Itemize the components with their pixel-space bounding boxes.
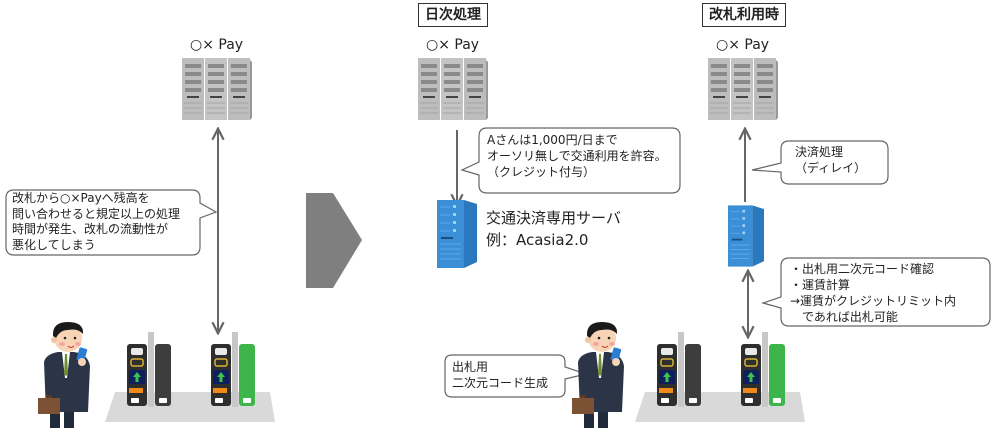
ticket-gates-icon: [634, 332, 806, 423]
bubble-line: ・出札用二次元コード確認: [790, 262, 935, 276]
transit-payment-server-icon: [437, 200, 477, 268]
bubble-line: 悪化してしまう: [12, 237, 96, 252]
problem-bubble-text: 改札から○×Payへ残高を問い合わせると規定以上の処理時間が発生、改札の流動性が…: [12, 191, 180, 253]
opay-label: ○× Pay: [190, 37, 244, 53]
bubble-line: 決済処理: [795, 145, 844, 159]
opay-label: ○× Pay: [716, 37, 770, 53]
opay-server-rack-icon: [418, 58, 488, 120]
gate-check-bubble-shape: [760, 257, 991, 327]
opay-server-rack-icon: [708, 58, 778, 120]
bubble-line: →運賃がクレジットリミット内: [790, 294, 957, 308]
bubble-line: 二次元コード生成: [452, 376, 549, 390]
credit-bubble-shape: [460, 127, 681, 194]
settlement-bubble-text: 決済処理 （ディレイ）: [795, 144, 866, 176]
settlement-bubble-shape: [751, 140, 889, 185]
bubble-line: 時間が発生、改札の流動性が: [12, 222, 169, 236]
bubble-line: （ディレイ）: [795, 161, 867, 175]
problem-bubble-shape: [5, 189, 218, 256]
bubble-line: Aさんは1,000円/日まで: [487, 133, 618, 147]
opay-server-rack-icon: [182, 58, 252, 120]
bubble-line: （クレジット付与）: [487, 165, 596, 179]
bubble-line: 出札用: [452, 360, 489, 374]
commuter-person-icon: [572, 321, 625, 429]
transit-server-label: 交通決済専用サーバ例：Acasia2.0: [486, 207, 621, 251]
qr-bubble-text: 出札用二次元コード生成: [452, 359, 548, 391]
bubble-line: であれば出札可能: [790, 310, 898, 324]
qr-bubble-shape: [444, 354, 589, 398]
commuter-person-icon: [38, 321, 91, 429]
bubble-line: ・運賃計算: [790, 278, 851, 292]
transit-payment-server-icon: [728, 205, 764, 267]
transition-arrow-icon: [306, 193, 362, 288]
bubble-line: オーソリ無しで交通利用を許容。: [487, 149, 667, 163]
credit-bubble-text: Aさんは1,000円/日までオーソリ無しで交通利用を許容。 （クレジット付与）: [487, 132, 667, 180]
server-example: 例：Acasia2.0: [486, 231, 589, 249]
daily-processing-title: 日次処理: [418, 3, 488, 27]
gate-check-bubble-text: ・出札用二次元コード確認・運賃計算 →運賃がクレジットリミット内 であれば出札可能: [790, 261, 956, 325]
gate-use-title: 改札利用時: [702, 3, 786, 27]
bubble-line: 改札から○×Payへ残高を: [12, 191, 150, 205]
bubble-line: 問い合わせると規定以上の処理: [12, 206, 181, 221]
ticket-gates-icon: [104, 332, 276, 423]
server-name: 交通決済専用サーバ: [486, 209, 621, 227]
opay-label: ○× Pay: [426, 37, 480, 53]
